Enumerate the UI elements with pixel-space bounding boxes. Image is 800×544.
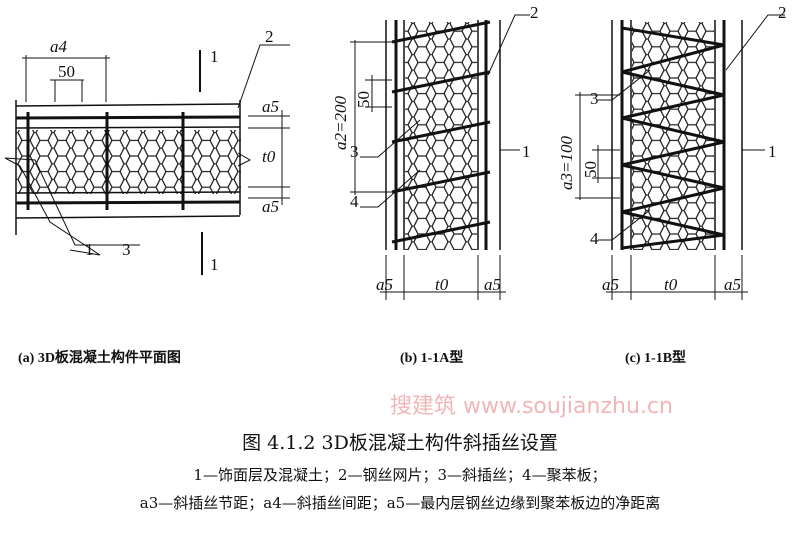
figure-title: 图 4.1.2 3D板混凝土构件斜插丝设置 (242, 432, 558, 454)
label-1: 1 (85, 240, 94, 259)
panel-c-caption: (c) 1-1B型 (625, 349, 686, 366)
dim-a3: a3=100 (557, 136, 576, 190)
dim-t0: t0 (664, 275, 678, 294)
panel-b-section (350, 14, 530, 300)
panel-b-caption: (b) 1-1A型 (400, 349, 463, 366)
dim-a5-right: a5 (484, 275, 501, 294)
dim-50: 50 (354, 91, 373, 108)
dim-50: 50 (58, 62, 75, 81)
legend-line-2: a3—斜插丝节距；a4—斜插丝间距；a5—最内层钢丝边缘到聚苯板边的净距离 (139, 494, 661, 512)
legend-line-1: 1—饰面层及混凝土；2—钢丝网片；3—斜插丝；4—聚苯板； (193, 466, 607, 484)
section-mark-top: 1 (210, 47, 219, 66)
label-3: 3 (122, 240, 131, 259)
label-3: 3 (350, 142, 359, 161)
dim-a5-left: a5 (376, 275, 393, 294)
label-1: 1 (768, 142, 777, 161)
dim-a5-top: a5 (262, 97, 279, 116)
label-1: 1 (522, 142, 531, 161)
dim-a5-right: a5 (724, 275, 741, 294)
panel-a-caption: (a) 3D板混凝土构件平面图 (18, 349, 181, 366)
label-3: 3 (590, 89, 599, 108)
label-2: 2 (265, 27, 274, 46)
dim-a2: a2=200 (331, 96, 350, 150)
dim-t0: t0 (262, 147, 276, 166)
panel-c-section (575, 14, 785, 300)
dim-a4: a4 (50, 37, 68, 56)
dim-t0: t0 (435, 275, 449, 294)
dim-a5-bottom: a5 (262, 197, 279, 216)
dim-a5-left: a5 (602, 275, 619, 294)
watermark: 搜建筑 www.soujianzhu.cn (390, 394, 673, 419)
panel-a-plan (4, 44, 290, 275)
label-2: 2 (778, 3, 787, 22)
label-4: 4 (590, 229, 599, 248)
label-2: 2 (530, 3, 539, 22)
dim-50: 50 (581, 161, 600, 178)
section-mark-bottom: 1 (210, 255, 219, 274)
label-4: 4 (350, 192, 359, 211)
